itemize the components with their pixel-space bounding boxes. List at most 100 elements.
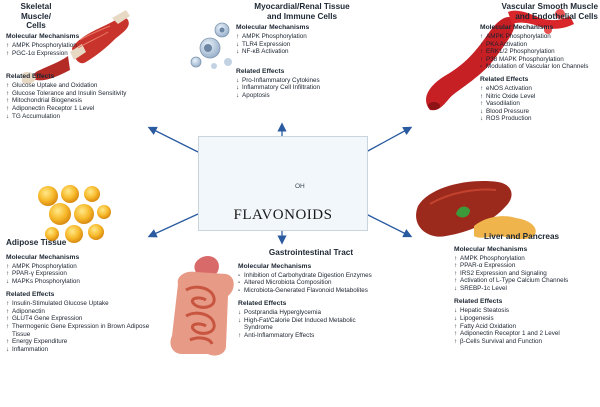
down-arrow-icon: ↓	[480, 107, 484, 115]
list-item: ↑Mitochondrial Biogenesis	[6, 97, 156, 105]
list-item: -Modulation of Vascular Ion Channels	[480, 63, 598, 71]
list-item: ↑PPAR-γ Expression	[6, 270, 166, 278]
myocardial-mech-title: Molecular Mechanisms	[236, 24, 310, 31]
list-item: ↑AMPK Phosphorylation	[6, 42, 156, 50]
list-item: ↓Lipogenesis	[454, 315, 596, 323]
list-item: ↓High-Fat/Calorie Diet Induced Metabolic…	[238, 317, 386, 332]
list-item: ↑Adiponectin	[6, 308, 166, 316]
up-arrow-icon: ↑	[480, 92, 484, 100]
list-item-text: AMPK Phosphorylation	[12, 262, 77, 270]
down-arrow-icon: ↓	[454, 315, 458, 323]
list-item: ↑GLUT4 Gene Expression	[6, 315, 166, 323]
adipose-title: Adipose Tissue	[6, 238, 67, 247]
list-item-text: PPAR-α Expression	[460, 262, 516, 270]
fat-cells-image	[38, 185, 111, 243]
adipose-eff-list: ↑Insulin-Stimulated Glucose Uptake↑Adipo…	[6, 300, 166, 353]
up-arrow-icon: ↑	[6, 338, 10, 346]
arrow-to-vascular	[365, 126, 413, 153]
dash-icon: -	[238, 271, 241, 279]
up-arrow-icon: ↑	[480, 100, 484, 108]
gi-mech-list: -Inhibition of Carbohydrate Digestion En…	[238, 272, 386, 295]
list-item-text: TLR4 Expression	[242, 40, 291, 48]
list-item: ↑β-Cells Survival and Function	[454, 338, 596, 346]
list-item-text: PPAR-γ Expression	[12, 270, 67, 278]
muscle-arm-image	[22, 10, 130, 85]
down-arrow-icon: ↓	[454, 284, 458, 292]
up-arrow-icon: ↑	[454, 254, 458, 262]
list-item-text: Lipogenesis	[460, 315, 494, 323]
list-item: ↑Glucose Tolerance and Insulin Sensitivi…	[6, 90, 156, 98]
list-item-text: TG Accumulation	[12, 112, 60, 120]
list-item-text: AMPK Phosphorylation	[12, 42, 77, 49]
list-item: ↑P38 MAPK Phosphorylation	[480, 56, 598, 64]
list-item-text: P38 MAPK Phosphorylation	[486, 55, 564, 63]
adipose-eff-title: Related Effects	[6, 291, 55, 299]
list-item: ↑Vasodilation	[480, 100, 598, 108]
up-arrow-icon: ↑	[6, 307, 10, 315]
pancreas-image	[474, 216, 536, 240]
vascular-panel: Vascular Smooth Muscle and Endothelial C…	[474, 2, 598, 123]
list-item: ↓NF-κB Activation	[236, 48, 372, 56]
down-arrow-icon: ↓	[236, 40, 240, 48]
up-arrow-icon: ↑	[236, 33, 240, 40]
up-arrow-icon: ↑	[6, 323, 10, 331]
list-item: ↓SREBP-1c Level	[454, 285, 596, 293]
adipose-mech-list: ↑AMPK Phosphorylation↑PPAR-γ Expression↓…	[6, 263, 166, 286]
list-item: ↑Energy Expenditure	[6, 338, 166, 346]
list-item: ↑AMPK Phosphorylation	[454, 255, 596, 263]
list-item: ↑Fatty Acid Oxidation	[454, 323, 596, 331]
list-item: ↑Glucose Uptake and Oxidation	[6, 82, 156, 90]
list-item-text: Adiponectin Receptor 1 Level	[12, 104, 95, 112]
vascular-eff-list: ↑eNOS Activation↑Nitric Oxide Level↑Vaso…	[480, 85, 598, 123]
dash-icon: -	[480, 63, 483, 71]
up-arrow-icon: ↑	[480, 33, 484, 40]
down-arrow-icon: ↓	[480, 115, 484, 123]
down-arrow-icon: ↓	[236, 91, 240, 99]
list-item: ↑AMPK Phosphorylation	[6, 263, 166, 271]
list-item: -Altered Microbiota Composition	[238, 279, 386, 287]
liver-mech-title: Molecular Mechanisms	[454, 245, 528, 253]
up-arrow-icon: ↑	[454, 337, 458, 345]
list-item-text: MAPKs Phosphorylation	[12, 277, 80, 285]
blood-vessel-image	[426, 9, 574, 111]
list-item-text: Adiponectin Receptor 1 and 2 Level	[460, 330, 560, 338]
list-item: -Inhibition of Carbohydrate Digestion En…	[238, 272, 386, 280]
down-arrow-icon: ↓	[454, 307, 458, 315]
list-item: ↑AMPK Phosphorylation	[480, 33, 598, 41]
list-item-text: Glucose Tolerance and Insulin Sensitivit…	[12, 89, 127, 97]
list-item: ↓Blood Pressure	[480, 108, 598, 116]
list-item-text: Modulation of Vascular Ion Channels	[486, 63, 589, 71]
skeletal-mech-title: Molecular Mechanisms	[6, 33, 80, 40]
up-arrow-icon: ↑	[6, 49, 10, 57]
up-arrow-icon: ↑	[454, 262, 458, 270]
list-item-text: Blood Pressure	[486, 107, 530, 115]
myocardial-eff-title: Related Effects	[236, 67, 285, 75]
up-arrow-icon: ↑	[238, 332, 242, 340]
list-item-text: Inflammation	[12, 345, 49, 353]
vascular-mech-title: Molecular Mechanisms	[480, 24, 554, 31]
list-item-text: Microbiota-Generated Flavonoid Metabolit…	[244, 286, 368, 294]
list-item-text: Inhibition of Carbohydrate Digestion Enz…	[244, 271, 372, 279]
adipose-mech-title: Molecular Mechanisms	[6, 253, 80, 261]
arrow-to-adipose	[147, 213, 199, 238]
myocardial-eff-list: ↓Pro-Inflammatory Cytokines↓Inflammatory…	[236, 77, 372, 100]
list-item: ↑AMPK Phosphorylation	[236, 33, 372, 41]
list-item-text: ERK1/2 Phosphorylation	[486, 48, 555, 56]
list-item: ↓Hepatic Steatosis	[454, 307, 596, 315]
gi-eff-list: ↓Postprandia Hyperglycemia↓High-Fat/Calo…	[238, 309, 386, 339]
down-arrow-icon: ↓	[6, 112, 10, 120]
gi-tract-image	[170, 256, 234, 356]
list-item-text: SREBP-1c Level	[460, 284, 507, 292]
list-item-text: Pro-Inflammatory Cytokines	[242, 76, 320, 84]
list-item-text: Vasodilation	[486, 100, 520, 108]
up-arrow-icon: ↑	[6, 104, 10, 112]
list-item: -Microbiota-Generated Flavonoid Metaboli…	[238, 287, 386, 295]
skeletal-content: Molecular Mechanisms ↑AMPK Phosphorylati…	[6, 30, 156, 120]
up-arrow-icon: ↑	[480, 48, 484, 56]
list-item-text: Anti-Inflammatory Effects	[244, 332, 315, 340]
immune-cells-image	[190, 22, 232, 69]
list-item: ↑Adiponectin Receptor 1 and 2 Level	[454, 330, 596, 338]
vascular-title: Vascular Smooth Muscle and Endothelial C…	[501, 2, 598, 21]
liver-eff-title: Related Effects	[454, 298, 503, 306]
list-item-text: Postprandia Hyperglycemia	[244, 309, 321, 317]
